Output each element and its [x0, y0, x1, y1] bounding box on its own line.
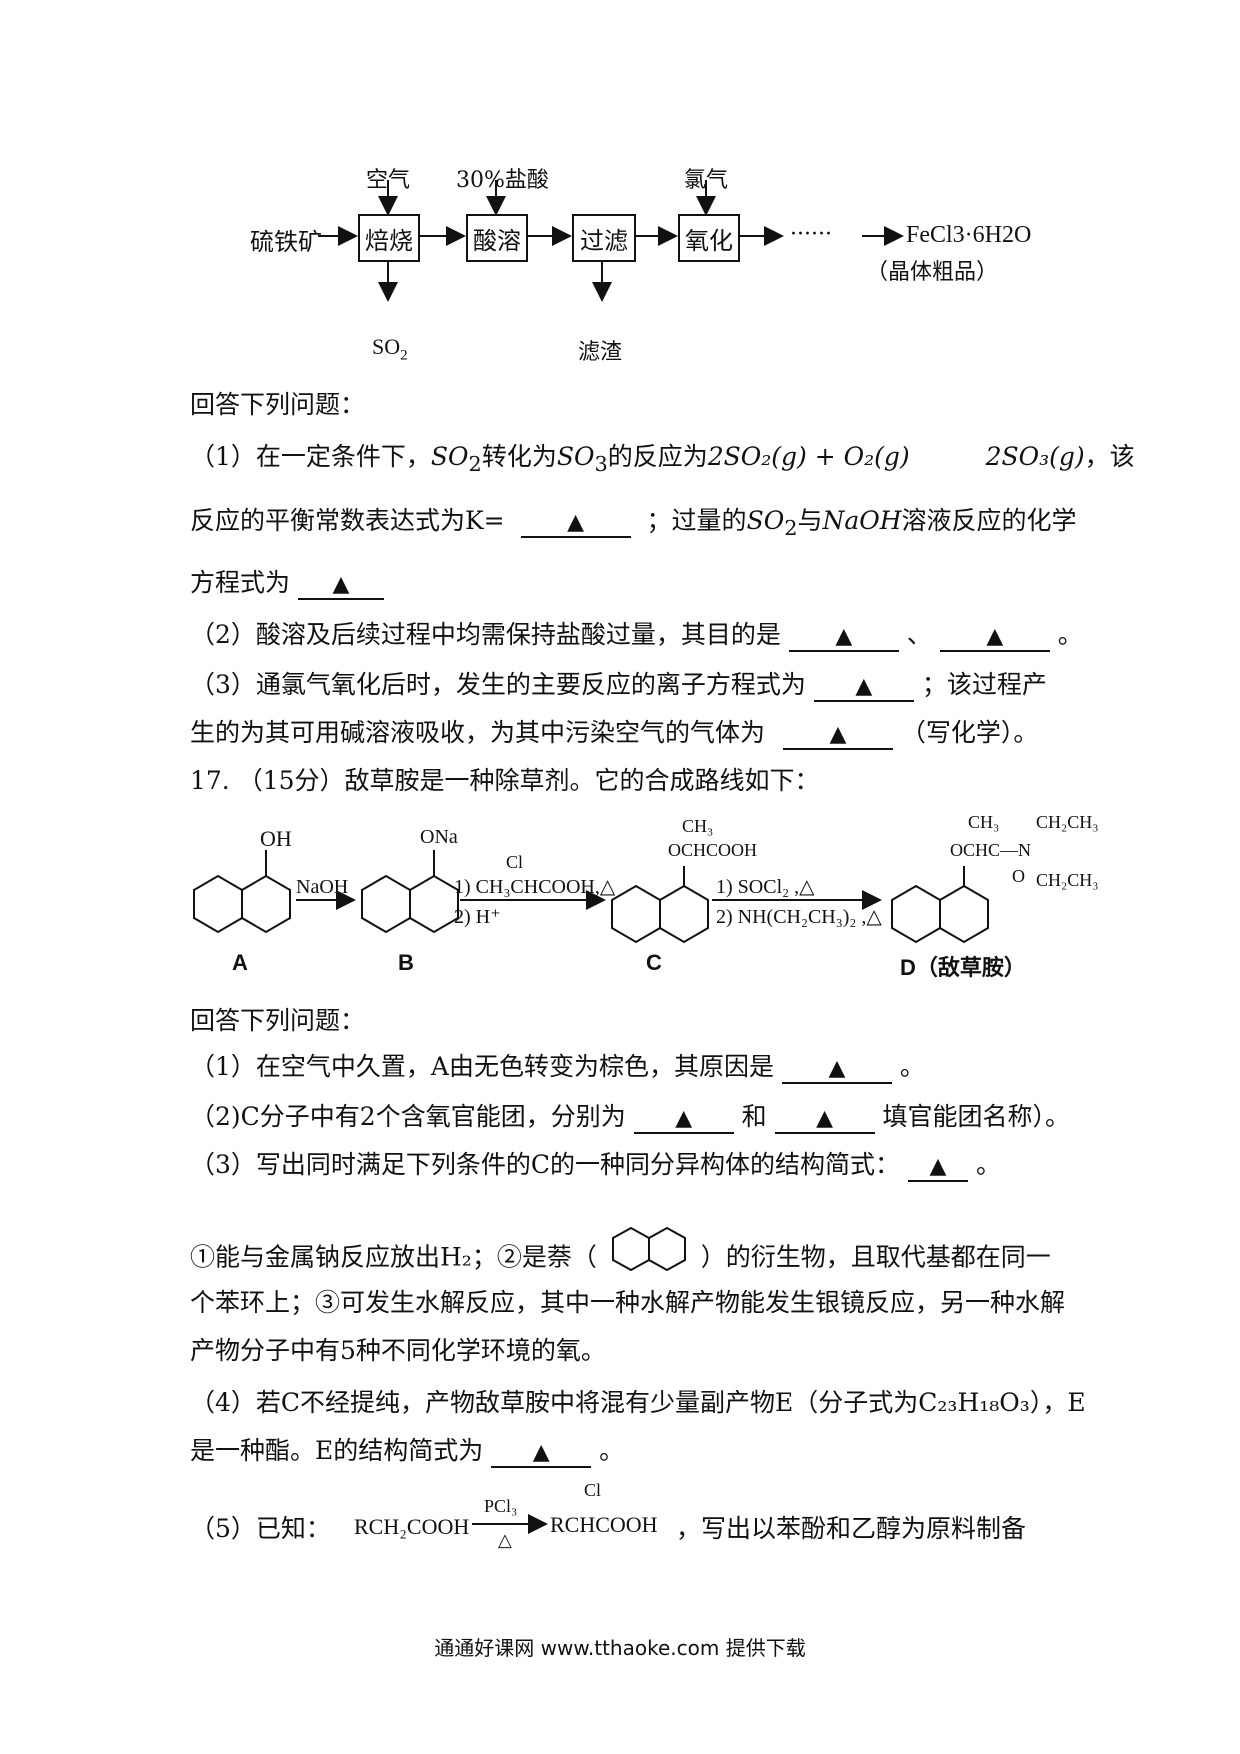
given-reaction-arrow — [472, 1514, 548, 1534]
reagent-naoh: NaOH — [296, 876, 349, 898]
compound-label-d: D（敌草胺） — [900, 955, 1026, 980]
q16-intro: 回答下列问题： — [190, 390, 366, 419]
compound-label-b: B — [398, 950, 414, 975]
given-condition: △ — [498, 1530, 512, 1551]
given-product: RCHCOOH — [550, 1512, 658, 1537]
compound-label-a: A — [232, 950, 248, 975]
flow-input-hcl: 30%盐酸 — [456, 168, 549, 193]
q17-condition-3: 产物分子中有5种不同化学环境的氧。 — [190, 1336, 606, 1365]
struct-a-substituent: OH — [260, 826, 292, 851]
answer-blank[interactable]: ▲ — [782, 722, 893, 750]
answer-blank[interactable]: ▲ — [781, 1056, 892, 1084]
naphthalene-icon — [611, 1226, 686, 1272]
answer-blank[interactable]: ▲ — [491, 1440, 592, 1468]
struct-d-amide: OCHC—N — [950, 840, 1032, 860]
answer-blank[interactable]: ▲ — [633, 1106, 734, 1134]
q17-part1: （1）在空气中久置，A由无色转变为棕色，其原因是 ▲ 。 — [190, 1050, 925, 1084]
flow-start: 硫铁矿 — [250, 228, 322, 256]
synthesis-route-diagram — [193, 850, 989, 944]
flow-input-chlorine: 氯气 — [684, 168, 729, 193]
given-product-cl: Cl — [584, 1480, 602, 1500]
struct-d-ch3: CH₃ — [968, 812, 1000, 832]
reagent-2-step1: 1) CH₃CHCOOH,△ — [454, 876, 616, 898]
q16-part2: （2）酸溶及后续过程中均需保持盐酸过量，其目的是 ▲ 、 ▲ 。 — [190, 618, 1083, 652]
q16-part1-line3: 方程式为 ▲ — [190, 566, 384, 600]
q17-title: 17. （15分）敌草胺是一种除草剂。它的合成路线如下： — [190, 766, 820, 795]
q16-part1-line2: 反应的平衡常数表达式为K= ▲ ；过量的SO2与NaOH溶液反应的化学 — [190, 506, 1077, 540]
answer-blank[interactable]: ▲ — [788, 624, 899, 652]
answer-blank[interactable]: ▲ — [520, 510, 631, 538]
answer-blank[interactable]: ▲ — [813, 674, 914, 702]
flow-box-roasting: 焙烧 — [358, 214, 420, 262]
flow-box-oxidation: 氧化 — [678, 214, 740, 262]
given-reagent: PCl₃ — [484, 1496, 518, 1516]
process-flow-diagram — [318, 180, 904, 302]
compound-label-c: C — [646, 950, 662, 975]
struct-d-ethyl-top: CH₂CH₃ — [1036, 812, 1099, 832]
struct-b-substituent: ONa — [420, 826, 458, 848]
q17-condition-2: 个苯环上；③可发生水解反应，其中一种水解产物能发生银镜反应，另一种水解 — [190, 1288, 1066, 1317]
flow-input-air: 空气 — [366, 168, 411, 193]
given-reactant: RCH₂COOH — [354, 1514, 470, 1539]
struct-c-ch3: CH₃ — [682, 816, 714, 836]
q17-part5: （5）已知： — [190, 1514, 331, 1543]
flow-dots: ······ — [790, 222, 832, 247]
q17-part4-line2: 是一种酯。E的结构简式为 ▲ 。 — [190, 1434, 624, 1468]
flow-product-formula: FeCl3·6H2O — [906, 222, 1032, 248]
page-footer: 通通好课网 www.tthaoke.com 提供下载 — [434, 1636, 806, 1660]
q17-part5-tail: ，写出以苯酚和乙醇为原料制备 — [676, 1514, 1027, 1543]
q17-condition-1: ①能与金属钠反应放出H₂；②是萘（ ）的衍生物，且取代基都在同一 — [190, 1226, 1051, 1282]
q16-part1-line1: （1）在一定条件下，SO2转化为SO3的反应为2SO₂(g) + O₂(g) 2… — [190, 442, 1135, 476]
answer-blank[interactable]: ▲ — [908, 1154, 968, 1182]
reagent-3-step2: 2) NH(CH₂CH₃)₂ ,△ — [716, 906, 882, 928]
answer-blank[interactable]: ▲ — [939, 624, 1050, 652]
answer-blank[interactable]: ▲ — [297, 572, 384, 600]
struct-d-carbonyl-o: O — [1012, 866, 1025, 886]
q16-part3-line1: （3）通氯气氧化后时，发生的主要反应的离子方程式为 ▲ ；该过程产 — [190, 668, 1047, 702]
flow-box-filter: 过滤 — [572, 214, 636, 262]
flow-output-residue: 滤渣 — [578, 340, 623, 365]
struct-d-ethyl-bottom: CH₂CH₃ — [1036, 870, 1099, 890]
flow-output-so2: SO2 — [372, 334, 408, 364]
struct-c-side-chain: OCHCOOH — [668, 840, 758, 860]
q16-part3-line2: 生的为其可用碱溶液吸收，为其中污染空气的气体为 ▲ （写化学）。 — [190, 716, 1038, 750]
reagent-3-step1: 1) SOCl₂ ,△ — [716, 876, 815, 898]
answer-blank[interactable]: ▲ — [774, 1106, 875, 1134]
reagent-2-cl: Cl — [506, 852, 524, 872]
q17-part2: （2)C分子中有2个含氧官能团，分别为 ▲ 和 ▲ 填官能团名称）。 — [190, 1100, 1070, 1134]
flow-product-note: （晶体粗品） — [866, 260, 999, 285]
q17-intro: 回答下列问题： — [190, 1006, 366, 1035]
q17-part4-line1: （4）若C不经提纯，产物敌草胺中将混有少量副产物E（分子式为C₂₃H₁₈O₃），… — [190, 1388, 1086, 1417]
q17-part3: （3）写出同时满足下列条件的C的一种同分异构体的结构简式： ▲ 。 — [190, 1148, 1001, 1182]
flow-box-acid-dissolve: 酸溶 — [466, 214, 528, 262]
reagent-2-step2: 2) H⁺ — [454, 906, 501, 928]
